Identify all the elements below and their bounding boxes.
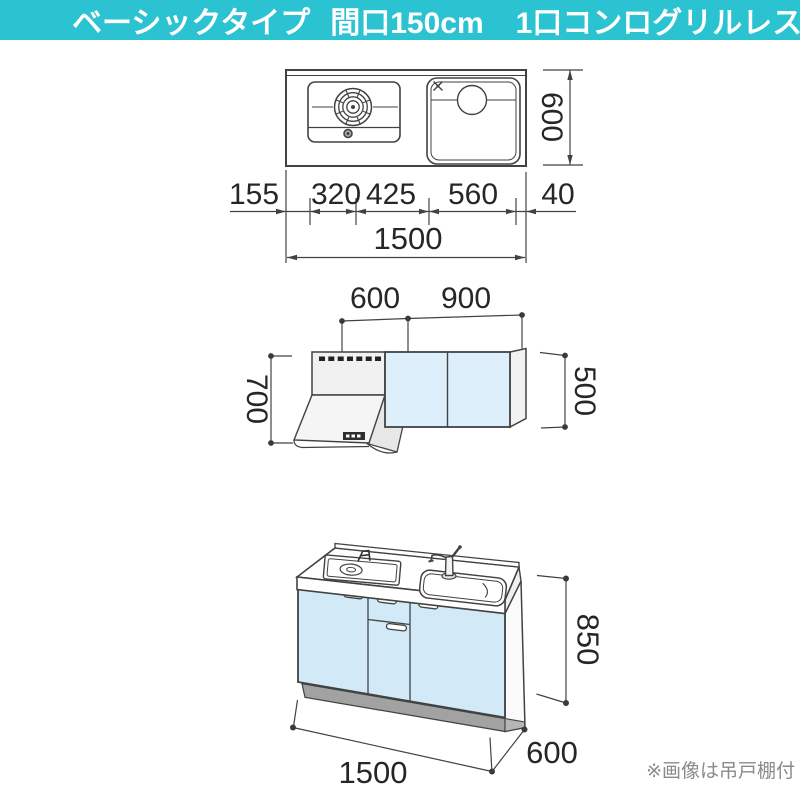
perspective-depth-label: 600	[526, 735, 578, 770]
plan-segment-label-425: 425	[365, 178, 417, 211]
plan-total-width-label: 1500	[373, 221, 443, 256]
hood-vent-slots	[319, 356, 381, 361]
plan-dim-total	[287, 254, 525, 261]
plan-dim-segments	[230, 170, 576, 263]
elevation-hood-width-label: 600	[349, 282, 401, 315]
plan-segment-label-40: 40	[541, 178, 575, 211]
plan-dim-depth	[543, 69, 583, 166]
elevation-hood-height-label: 700	[240, 373, 273, 425]
faucet-3d	[428, 545, 462, 580]
elevation-dim-cabinet-height	[539, 351, 568, 430]
header-width-label: 間口150cm	[330, 7, 484, 40]
header-type-label: ベーシックタイプ	[72, 7, 311, 40]
elevation-cabinet-width-label: 900	[440, 282, 492, 315]
elevation-view	[268, 312, 568, 454]
perspective-width-label: 1500	[338, 755, 408, 790]
elevation-cabinet-height-label: 500	[568, 365, 601, 417]
perspective-view	[290, 542, 569, 775]
elevation-dim-hood-height	[268, 353, 293, 446]
perspective-dim-height	[536, 574, 569, 706]
plan-segment-label-320: 320	[310, 178, 362, 211]
plan-sink	[426, 77, 521, 165]
sink-3d	[418, 569, 508, 607]
burner-icon	[312, 87, 398, 127]
faucet-marker-icon	[433, 81, 443, 91]
header-stove-label: 1口コンログリルレス	[515, 7, 800, 40]
plan-countertop	[285, 69, 527, 167]
plan-depth-label: 600	[535, 91, 568, 143]
footnote: ※画像は吊戸棚付	[646, 761, 795, 782]
wall-cabinet	[384, 347, 527, 429]
perspective-height-label: 850	[570, 613, 606, 666]
range-hood	[292, 351, 410, 454]
cooktop-3d	[322, 549, 402, 586]
plan-burner-unit	[307, 81, 401, 143]
plan-segment-label-560: 560	[447, 178, 499, 211]
plan-view	[230, 69, 583, 263]
perspective-dim-depth	[491, 726, 528, 772]
elevation-dim-widths	[339, 312, 525, 352]
perspective-dim-width	[290, 699, 495, 775]
plan-segment-label-155: 155	[228, 178, 280, 211]
header-bar: ベーシックタイプ 間口150cm 1口コンログリルレス	[0, 0, 800, 40]
